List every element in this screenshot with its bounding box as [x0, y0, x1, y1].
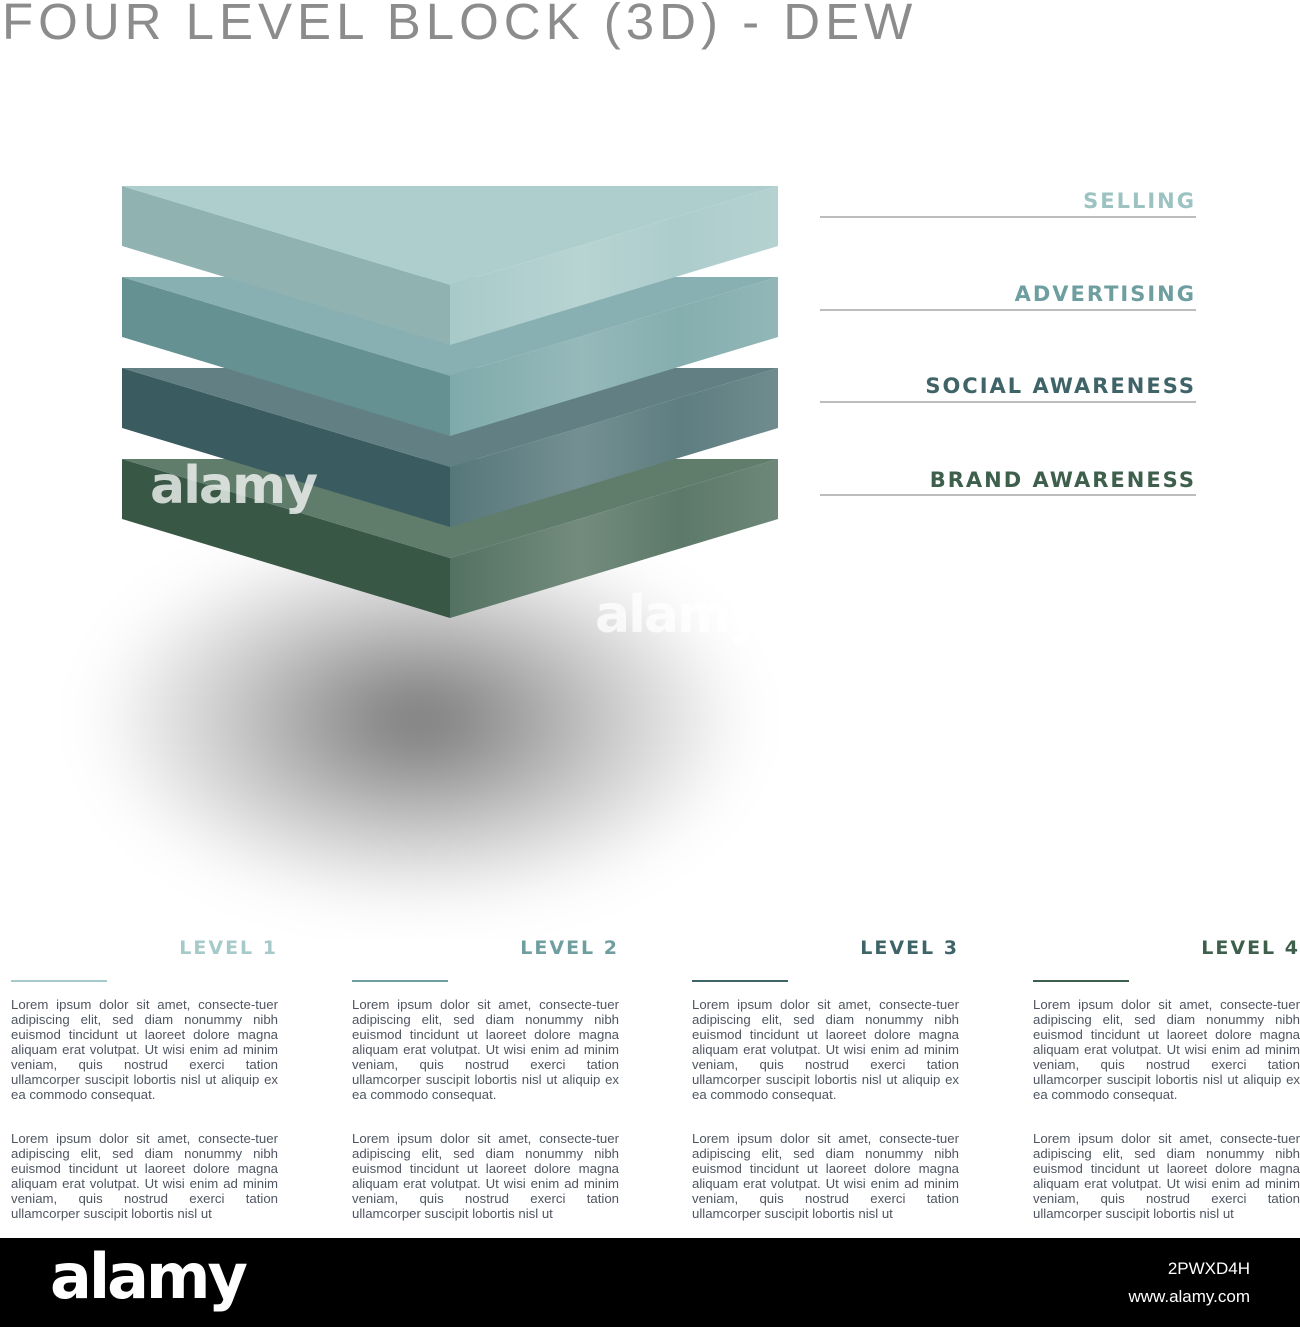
- level-rule: [11, 980, 107, 982]
- level-rule: [1033, 980, 1129, 982]
- layer-label-selling: SELLING: [1083, 189, 1196, 213]
- watermark-logo: alamy: [595, 585, 763, 645]
- level-paragraph: Lorem ipsum dolor sit amet, consecte-tue…: [692, 997, 959, 1102]
- slab-sheen: [450, 368, 778, 527]
- layer-label-advertising: ADVERTISING: [1014, 282, 1196, 306]
- layer-line-advertising: [820, 309, 1196, 311]
- layer-label-social-awareness: SOCIAL AWARENESS: [925, 374, 1196, 398]
- slab-left-face: [122, 459, 450, 618]
- level-title: LEVEL 1: [179, 937, 278, 959]
- slab-sheen: [450, 277, 778, 436]
- layer-label-brand-awareness: BRAND AWARENESS: [929, 468, 1196, 492]
- level-title: LEVEL 2: [520, 937, 619, 959]
- level-paragraph: Lorem ipsum dolor sit amet, consecte-tue…: [1033, 997, 1300, 1102]
- watermark-logo: alamy: [150, 456, 318, 516]
- level-paragraph: Lorem ipsum dolor sit amet, consecte-tue…: [11, 1131, 278, 1221]
- level-rule: [692, 980, 788, 982]
- watermark-footer: alamy 2PWXD4H www.alamy.com: [0, 1238, 1300, 1327]
- level-columns: LEVEL 1 Lorem ipsum dolor sit amet, cons…: [11, 937, 1300, 1221]
- level-paragraph: Lorem ipsum dolor sit amet, consecte-tue…: [1033, 1131, 1300, 1221]
- footer-url: www.alamy.com: [1128, 1287, 1250, 1306]
- slab-left-face: [122, 368, 450, 527]
- layer-line-selling: [820, 216, 1196, 218]
- level-rule: [352, 980, 448, 982]
- level-paragraph: Lorem ipsum dolor sit amet, consecte-tue…: [352, 1131, 619, 1221]
- slab-sheen: [450, 459, 778, 618]
- page-title: FOUR LEVEL BLOCK (3D) - DEW: [2, 0, 918, 50]
- block-shadow: [90, 530, 750, 910]
- slab-left-face: [122, 277, 450, 436]
- level-paragraph: Lorem ipsum dolor sit amet, consecte-tue…: [352, 997, 619, 1102]
- slab-left-face: [122, 186, 450, 345]
- slab-sheen: [450, 186, 778, 345]
- level-paragraph: Lorem ipsum dolor sit amet, consecte-tue…: [692, 1131, 959, 1221]
- layer-line-brand-awareness: [820, 494, 1196, 496]
- level-paragraph: Lorem ipsum dolor sit amet, consecte-tue…: [11, 997, 278, 1102]
- slab-top-face: [122, 186, 778, 285]
- four-level-block-diagram: [90, 186, 778, 910]
- layer-slab-1: [122, 186, 778, 345]
- layer-line-social-awareness: [820, 401, 1196, 403]
- level-title: LEVEL 4: [1201, 937, 1300, 959]
- level-title: LEVEL 3: [860, 937, 959, 959]
- image-id: 2PWXD4H: [1167, 1259, 1250, 1278]
- footer-logo: alamy: [50, 1240, 248, 1313]
